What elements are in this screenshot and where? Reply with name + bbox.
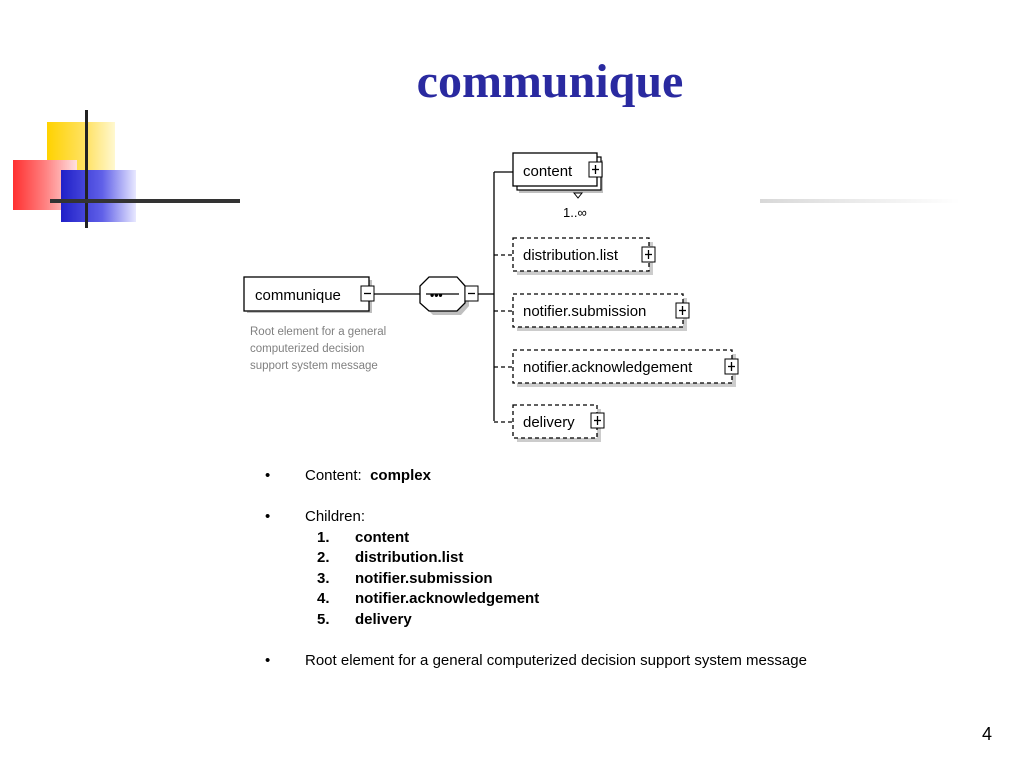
list-item-name: notifier.acknowledgement xyxy=(355,590,540,607)
child-node-distribution-list[interactable]: distribution.list xyxy=(512,237,656,275)
root-description-line-2: computerized decision xyxy=(250,343,364,355)
list-item: 4. notifier.acknowledgement xyxy=(265,589,985,610)
bullet-marker: • xyxy=(265,651,271,669)
root-element-label: communique xyxy=(255,287,341,304)
content-value: complex xyxy=(370,467,431,484)
children-label: Children: xyxy=(305,508,366,525)
decor-vertical-line xyxy=(85,110,88,228)
list-item-number: 1. xyxy=(317,528,330,546)
child-label-delivery: delivery xyxy=(523,414,575,431)
list-item-name: distribution.list xyxy=(355,549,464,566)
child-label-notifier-acknowledgement: notifier.acknowledgement xyxy=(523,359,693,376)
list-item-number: 4. xyxy=(317,590,330,607)
bullet-marker: • xyxy=(265,508,271,525)
decor-horizontal-line-fade xyxy=(760,199,960,203)
list-item: 3. notifier.submission xyxy=(265,569,985,590)
list-item-name: content xyxy=(355,528,410,546)
child-label-distribution-list: distribution.list xyxy=(523,247,619,264)
bullet-description: • Root element for a general computerize… xyxy=(265,651,985,672)
decor-blue-square xyxy=(61,170,136,222)
description-text: Root element for a general computerized … xyxy=(305,651,807,669)
page-number: 4 xyxy=(981,724,992,744)
list-item-name: notifier.submission xyxy=(355,569,493,587)
list-item: 5. delivery xyxy=(265,610,985,631)
child-node-content[interactable]: content 1..∞ xyxy=(512,152,603,220)
sequence-compositor-node[interactable]: ••• xyxy=(419,276,479,315)
child-node-delivery[interactable]: delivery xyxy=(512,404,605,442)
bullet-list: • Content: complex • Children: 1. conten… xyxy=(265,466,985,671)
content-label: Content: xyxy=(305,467,362,484)
list-item-name: delivery xyxy=(355,610,412,628)
child-node-notifier-submission[interactable]: notifier.submission xyxy=(512,293,690,331)
sequence-symbol: ••• xyxy=(430,288,443,302)
list-item-number: 2. xyxy=(317,549,330,566)
bullet-content-type: • Content: complex xyxy=(265,466,985,487)
list-item: 2. distribution.list xyxy=(265,548,985,569)
list-item-number: 5. xyxy=(317,610,330,628)
schema-diagram: communique Root element for a general co… xyxy=(243,152,739,442)
bullet-children: • Children: xyxy=(265,507,985,528)
list-item-number: 3. xyxy=(317,569,330,587)
root-description-line-1: Root element for a general xyxy=(250,326,386,338)
list-item: 1. content xyxy=(265,528,985,549)
root-element-node[interactable]: communique xyxy=(243,276,375,313)
decor-horizontal-line xyxy=(50,199,240,203)
root-description-line-3: support system message xyxy=(250,360,378,372)
cardinality-label: 1..∞ xyxy=(563,205,587,220)
child-node-notifier-acknowledgement[interactable]: notifier.acknowledgement xyxy=(512,349,739,387)
child-label-notifier-submission: notifier.submission xyxy=(523,303,646,320)
child-label-content: content xyxy=(523,163,573,180)
slide-title: communique xyxy=(416,55,684,108)
bullet-marker: • xyxy=(265,467,271,484)
